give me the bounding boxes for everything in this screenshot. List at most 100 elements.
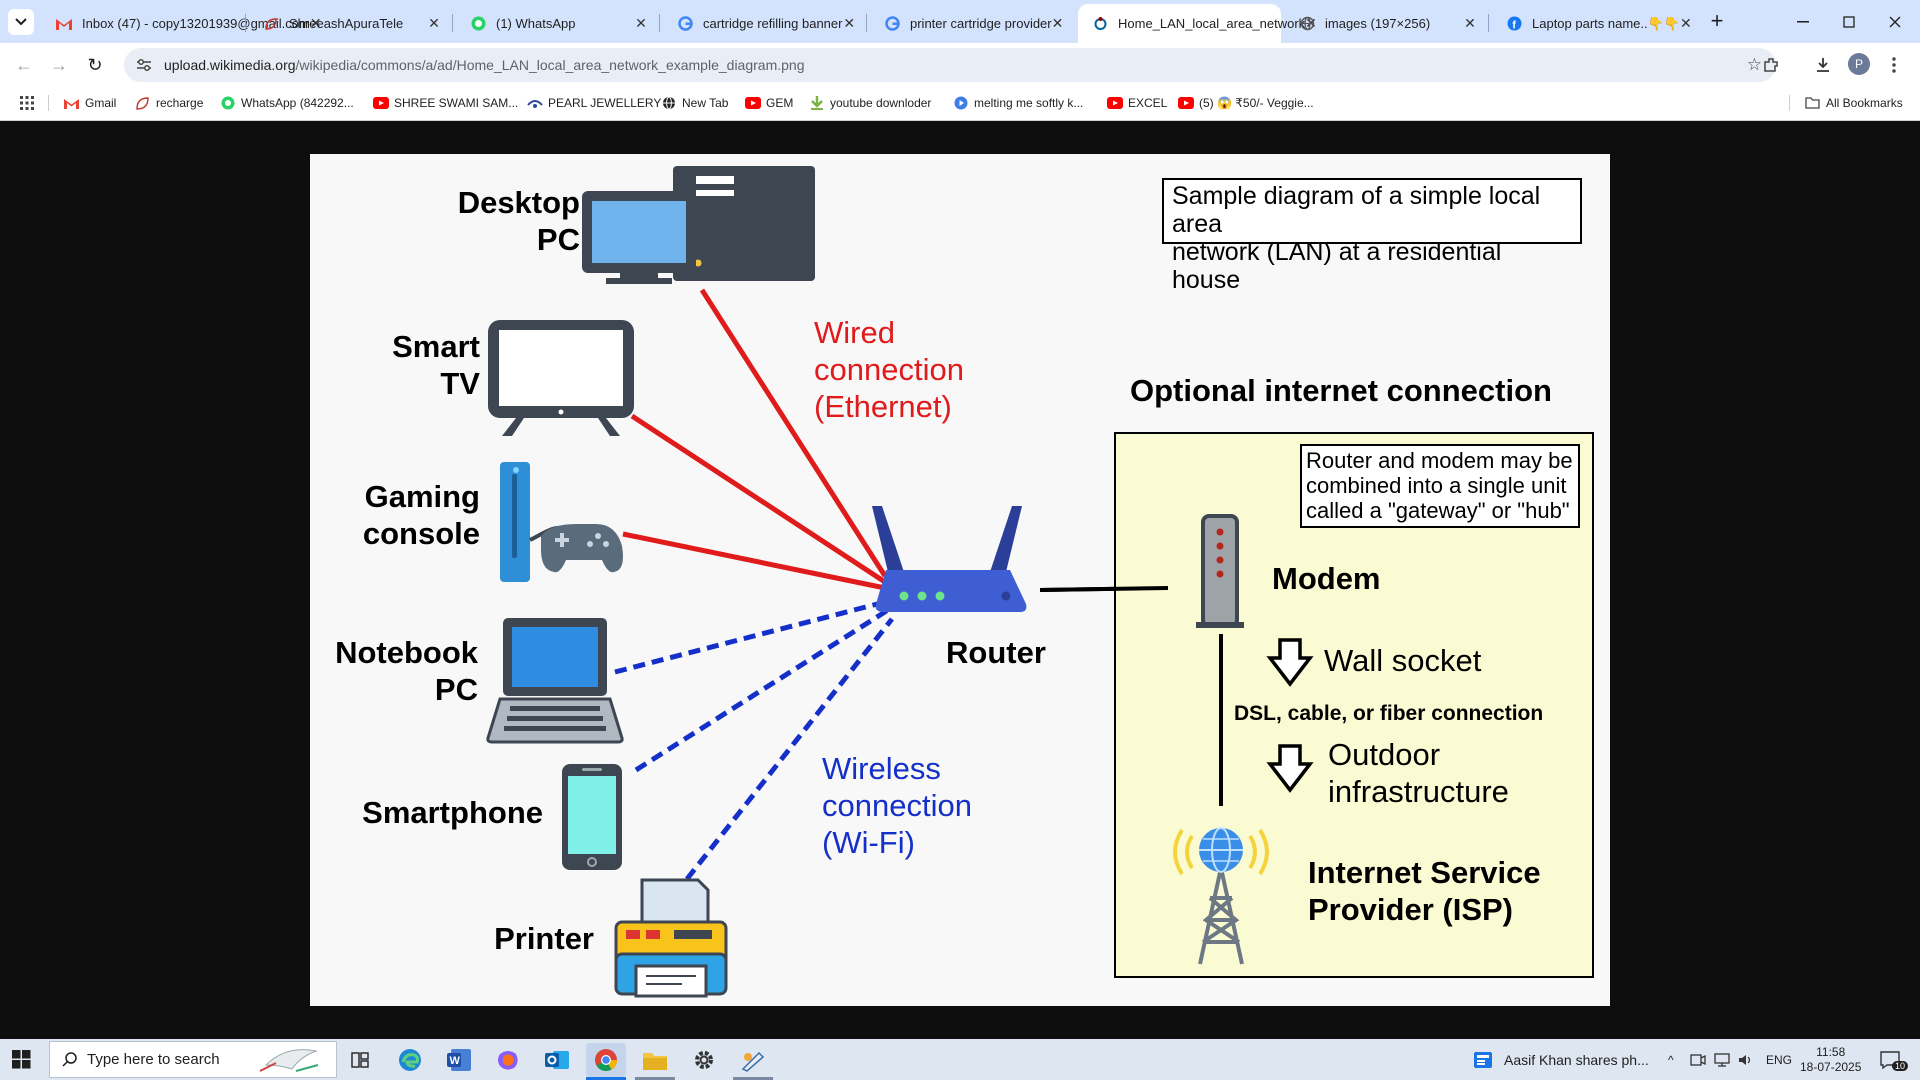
desktop-pc-icon xyxy=(582,166,815,284)
lan-diagram-image: Sample diagram of a simple local area ne… xyxy=(310,154,1610,1006)
facebook-icon: f xyxy=(1506,16,1522,32)
label-line: Provider (ISP) xyxy=(1308,892,1513,927)
bookmark-veggie[interactable]: (5) 😱 ₹50/- Veggie... xyxy=(1177,94,1314,112)
chevron-down-icon xyxy=(15,18,27,26)
notifications-button[interactable]: 10 xyxy=(1880,1039,1909,1080)
bookmark-label: melting me softly k... xyxy=(974,96,1084,110)
download-arrow-icon xyxy=(809,96,824,111)
tab-cartridge-provider[interactable]: printer cartridge provider ✕ xyxy=(870,4,1073,43)
copilot-icon[interactable] xyxy=(488,1043,528,1077)
label-line: Wired xyxy=(814,315,895,350)
reload-icon: ↻ xyxy=(87,54,103,75)
address-bar[interactable]: upload.wikimedia.org/wikipedia/commons/a… xyxy=(124,48,1776,82)
close-icon[interactable]: ✕ xyxy=(843,15,856,31)
bookmark-excel[interactable]: EXCEL xyxy=(1106,94,1167,112)
bookmark-label: GEM xyxy=(766,96,794,110)
close-icon[interactable]: ✕ xyxy=(1680,15,1692,31)
bookmark-new-tab[interactable]: New Tab xyxy=(661,94,728,112)
download-icon[interactable] xyxy=(1811,53,1835,77)
clock-date: 18-07-2025 xyxy=(1800,1059,1862,1074)
bookmark-star-icon[interactable]: ☆ xyxy=(1746,55,1762,74)
profile-avatar[interactable]: P xyxy=(1848,53,1870,75)
minimize-button[interactable] xyxy=(1780,0,1826,43)
bookmark-whatsapp[interactable]: WhatsApp (842292... xyxy=(220,94,354,112)
google-icon xyxy=(677,16,693,32)
forward-arrow-icon: → xyxy=(50,54,68,75)
bookmark-recharge[interactable]: recharge xyxy=(135,94,203,112)
bookmark-gem[interactable]: GEM xyxy=(744,94,794,112)
back-button[interactable]: ← xyxy=(9,50,39,80)
tab-gmail[interactable]: Inbox (47) - copy13201939@gmail.com ✕ xyxy=(42,4,322,43)
bookmark-label: Gmail xyxy=(85,96,117,110)
title-line: Sample diagram of a simple local area xyxy=(1172,182,1541,238)
outlook-icon[interactable] xyxy=(537,1043,577,1077)
tab-home-lan[interactable]: Home_LAN_local_area_network ✕ xyxy=(1078,4,1317,43)
tab-title: Home_LAN_local_area_network xyxy=(1118,16,1306,31)
tab-title: Laptop parts name..👇👇 xyxy=(1532,15,1681,31)
extensions-icon[interactable] xyxy=(1759,53,1783,77)
globe-icon xyxy=(1299,16,1315,32)
bookmark-gmail[interactable]: Gmail xyxy=(64,94,116,112)
tab-facebook[interactable]: f Laptop parts name..👇👇 ✕ xyxy=(1492,4,1695,43)
diagram-title-note: Sample diagram of a simple local area ne… xyxy=(1162,178,1582,294)
bookmark-divider xyxy=(48,95,49,111)
bookmark-melting-me[interactable]: melting me softly k... xyxy=(953,94,1083,112)
chrome-icon[interactable] xyxy=(586,1043,626,1077)
bookmark-shree-swami[interactable]: SHREE SWAMI SAM... xyxy=(372,94,519,112)
windows-start-icon[interactable] xyxy=(12,1050,31,1074)
router-icon xyxy=(872,506,1027,612)
wired-connection-label: Wired connection (Ethernet) xyxy=(814,314,964,425)
gaming-console-label: Gaming console xyxy=(330,478,480,552)
whatsapp-icon xyxy=(470,16,486,32)
news-widget[interactable]: Aasif Khan shares ph... xyxy=(1474,1039,1649,1080)
language-indicator[interactable]: ENG xyxy=(1766,1052,1793,1067)
close-icon[interactable]: ✕ xyxy=(635,15,647,31)
notification-icon xyxy=(1880,1050,1900,1069)
all-bookmarks-button[interactable]: All Bookmarks xyxy=(1805,94,1903,112)
dsl-connection-label: DSL, cable, or fiber connection xyxy=(1234,702,1544,725)
tab-whatsapp[interactable]: (1) WhatsApp ✕ xyxy=(456,4,659,43)
new-tab-button[interactable]: + xyxy=(1710,8,1724,33)
maximize-icon xyxy=(1843,15,1855,28)
taskbar-search-box[interactable]: Type here to search xyxy=(49,1041,337,1078)
close-icon[interactable]: ✕ xyxy=(1051,15,1064,31)
tab-shreeash[interactable]: ShreeashApuraTele ✕ xyxy=(249,4,452,43)
menu-kebab-icon[interactable] xyxy=(1882,53,1906,77)
task-view-icon[interactable] xyxy=(340,1043,380,1077)
file-explorer-icon[interactable] xyxy=(635,1043,675,1077)
tab-search-button[interactable] xyxy=(8,9,34,35)
volume-icon[interactable] xyxy=(1738,1039,1754,1080)
bookmark-pearl[interactable]: PEARL JEWELLERY xyxy=(526,94,661,112)
title-line: network (LAN) at a residential house xyxy=(1172,238,1502,294)
apps-grid-icon[interactable] xyxy=(20,94,34,112)
close-icon[interactable]: ✕ xyxy=(309,15,322,31)
close-window-button[interactable] xyxy=(1872,0,1918,43)
printer-icon xyxy=(614,878,728,998)
tab-title: ShreeashApuraTele xyxy=(289,16,404,31)
show-hidden-icons-chevron-icon[interactable]: ^ xyxy=(1668,1052,1674,1067)
smartphone-icon xyxy=(562,764,622,870)
tab-cartridge-banner[interactable]: cartridge refilling banner ✕ xyxy=(663,4,866,43)
paint-icon[interactable] xyxy=(733,1043,773,1077)
word-icon[interactable]: W xyxy=(439,1043,479,1077)
open-app-indicator xyxy=(733,1077,773,1080)
bookmark-youtube-downloader[interactable]: youtube downloder xyxy=(809,94,931,112)
meet-icon[interactable] xyxy=(1690,1039,1706,1080)
smartphone-label: Smartphone xyxy=(362,795,543,830)
network-icon[interactable] xyxy=(1714,1039,1730,1080)
site-info-icon[interactable] xyxy=(134,55,154,75)
clock-time: 11:58 xyxy=(1816,1044,1846,1059)
close-icon[interactable]: ✕ xyxy=(428,15,440,31)
close-icon[interactable]: ✕ xyxy=(1464,15,1476,31)
gateway-note: Router and modem may be combined into a … xyxy=(1300,444,1580,528)
svg-text:f: f xyxy=(1512,20,1516,32)
forward-button[interactable]: → xyxy=(44,50,74,80)
router-label: Router xyxy=(946,635,1046,670)
maximize-button[interactable] xyxy=(1826,0,1872,43)
bookmark-label: SHREE SWAMI SAM... xyxy=(394,96,519,110)
settings-gear-icon[interactable] xyxy=(684,1043,724,1077)
tab-images[interactable]: images (197×256) ✕ xyxy=(1285,4,1488,43)
edge-icon[interactable] xyxy=(390,1043,430,1077)
reload-button[interactable]: ↻ xyxy=(80,50,110,80)
clock[interactable]: 11:58 18-07-2025 xyxy=(1800,1039,1861,1080)
